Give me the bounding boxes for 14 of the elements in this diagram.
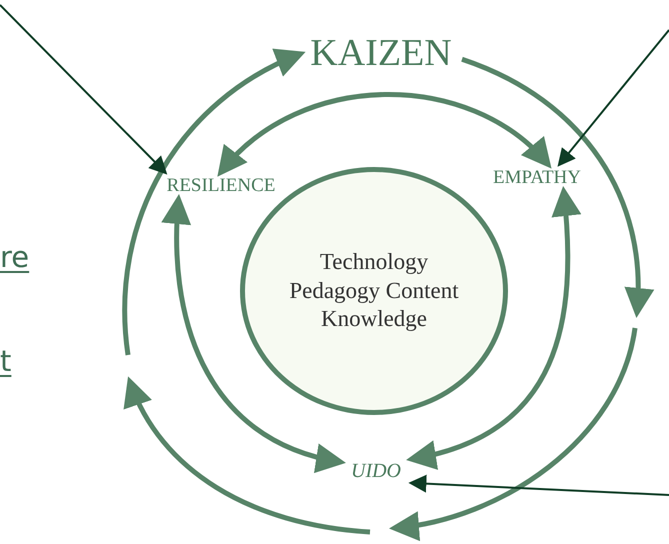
leader-line	[558, 29, 669, 167]
arrow	[461, 56, 654, 318]
title-text: KAIZEN	[300, 28, 462, 80]
arrow	[406, 186, 581, 468]
text-fragment: t	[0, 343, 12, 378]
arrow	[216, 92, 552, 176]
leader-line	[0, 4, 168, 175]
node-label: EMPATHY	[470, 164, 604, 192]
node-label: UIDO	[340, 456, 412, 486]
leader-line	[408, 474, 669, 496]
text-fragment: re	[0, 239, 30, 272]
arrow	[122, 50, 306, 356]
arrow	[162, 194, 346, 472]
node-label: RESILIENCE	[145, 172, 297, 200]
